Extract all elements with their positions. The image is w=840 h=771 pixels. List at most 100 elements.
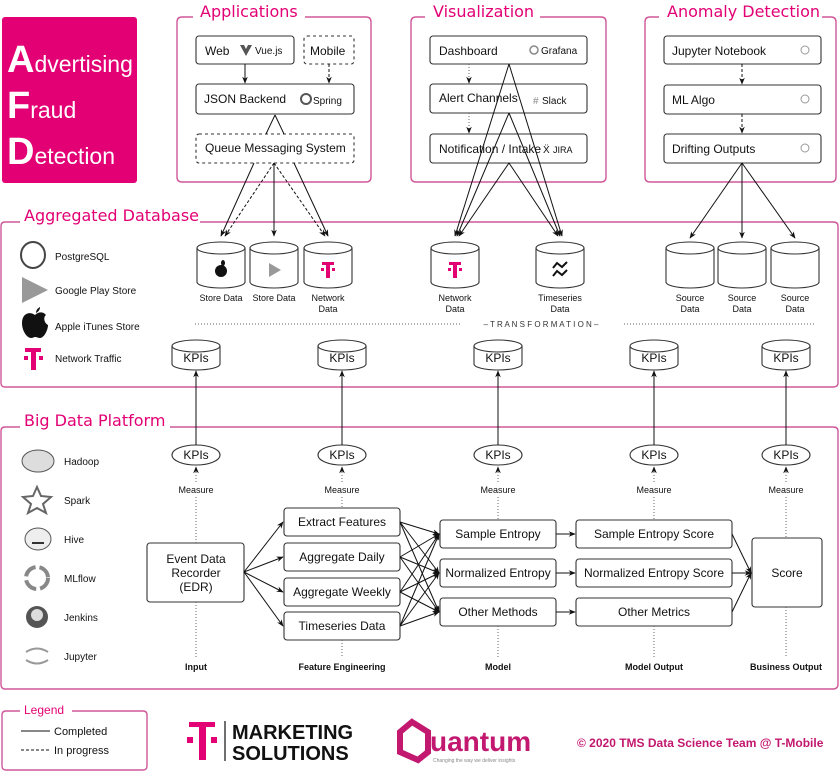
model-output-box[interactable]: Normalized Entropy Score <box>575 558 733 588</box>
feature-box[interactable]: Aggregate Weekly <box>283 577 401 607</box>
queue-messaging-box[interactable]: Queue Messaging System <box>195 133 355 164</box>
legend-title: Legend <box>24 703 64 717</box>
measure-label: Measure <box>480 485 515 495</box>
source-postgresql: PostgreSQL <box>20 241 110 269</box>
ingest-connectors <box>220 63 796 239</box>
score-box[interactable]: Score <box>751 537 823 608</box>
svg-text:Vue.js: Vue.js <box>255 46 282 57</box>
model-output-box[interactable]: Other Metrics <box>575 597 733 627</box>
svg-text:Grafana: Grafana <box>541 46 578 57</box>
svg-text:KPIs: KPIs <box>329 448 354 462</box>
svg-text:Normalized Entropy: Normalized Entropy <box>445 566 550 580</box>
kpi-oval[interactable]: KPIs <box>317 444 367 466</box>
tool-spark: Spark <box>20 484 91 516</box>
store-data-cylinder[interactable]: Store Data <box>249 241 299 303</box>
store-data-cylinder[interactable]: Store Data <box>196 241 246 303</box>
tool-jenkins: Jenkins <box>26 606 98 628</box>
anomaly-detection-section: Anomaly Detection Jupyter Notebook ML Al… <box>644 2 837 183</box>
model-box[interactable]: Normalized Entropy <box>439 558 557 588</box>
mlflow-icon <box>24 565 50 591</box>
svg-text:Timeseries Data: Timeseries Data <box>299 619 386 633</box>
t-mobile-icon <box>24 348 43 370</box>
json-backend-box[interactable]: JSON Backend Spring <box>195 83 355 115</box>
svg-text:Drifting Outputs: Drifting Outputs <box>672 142 755 156</box>
jupyter-notebook-box[interactable]: Jupyter Notebook <box>663 35 822 65</box>
spark-icon <box>20 484 54 516</box>
mobile-box[interactable]: Mobile <box>303 35 355 65</box>
legend-completed: Completed <box>54 726 107 738</box>
kpi-cylinder[interactable]: KPIs <box>761 339 811 371</box>
tool-label: Spark <box>64 496 91 507</box>
svg-text:KPIs: KPIs <box>641 448 666 462</box>
cylinder-label: Data <box>318 304 337 314</box>
stage-label: Model <box>485 662 511 672</box>
svg-text:PostgreSQL: PostgreSQL <box>55 252 110 263</box>
aggregated-database-title: Aggregated Database <box>24 206 199 225</box>
feature-box[interactable]: Aggregate Daily <box>283 542 401 572</box>
timeseries-icon <box>552 261 568 277</box>
svg-text:Aggregate Daily: Aggregate Daily <box>299 550 384 564</box>
edr-box[interactable]: Event Data Recorder (EDR) <box>146 542 245 603</box>
dashboard-box[interactable]: Dashboard Grafana <box>429 35 588 65</box>
measure-label: Measure <box>178 485 213 495</box>
kpi-cylinder[interactable]: KPIs <box>629 339 679 371</box>
svg-text:Sample Entropy Score: Sample Entropy Score <box>594 527 714 541</box>
kpi-oval[interactable]: KPIs <box>171 444 221 466</box>
queue-to-backend-line <box>265 114 276 135</box>
kpi-cylinder[interactable]: KPIs <box>317 339 367 371</box>
tool-mlflow: MLflow <box>24 565 96 591</box>
web-box[interactable]: Web Vue.js <box>195 35 295 65</box>
source-apple: Apple iTunes Store <box>22 307 140 338</box>
apple-icon <box>22 307 48 338</box>
kpi-cylinder[interactable]: KPIs <box>473 339 523 371</box>
kpi-oval[interactable]: KPIs <box>629 444 679 466</box>
model-box[interactable]: Sample Entropy <box>439 519 557 549</box>
help-icon <box>800 45 810 55</box>
help-icon <box>800 143 810 153</box>
stage-label: Business Output <box>750 662 822 672</box>
svg-text:Fraud: Fraud <box>7 85 76 127</box>
alert-channels-box[interactable]: Alert Channels # Slack <box>429 83 588 114</box>
feature-box[interactable]: Extract Features <box>283 507 401 537</box>
t-mobile-icon <box>321 262 335 278</box>
svg-text:Jupyter Notebook: Jupyter Notebook <box>672 44 767 58</box>
svg-text:KPIs: KPIs <box>183 448 208 462</box>
kpi-oval[interactable]: KPIs <box>761 444 811 466</box>
svg-text:Recorder: Recorder <box>171 566 220 580</box>
legend: Legend Completed In progress <box>1 703 148 771</box>
ml-algo-box[interactable]: ML Algo <box>663 84 822 115</box>
tool-jupyter: Jupyter <box>25 647 97 665</box>
svg-text:Google Play Store: Google Play Store <box>55 286 137 297</box>
source-network-traffic: Network Traffic <box>24 348 122 370</box>
quantum-logo: uantum Changing the way we deliver insig… <box>397 718 531 764</box>
svg-text:KPIs: KPIs <box>773 351 798 365</box>
quantum-q-icon <box>397 718 431 764</box>
legend-in-progress: In progress <box>54 745 110 757</box>
visualization-section: Visualization Dashboard Grafana Alert Ch… <box>410 2 607 183</box>
drifting-outputs-box[interactable]: Drifting Outputs <box>663 133 822 164</box>
cylinder-label: Network <box>438 293 472 303</box>
svg-text:Alert Channels: Alert Channels <box>439 91 518 105</box>
kpi-cylinder[interactable]: KPIs <box>171 339 221 371</box>
marketing-solutions-logo: MARKETING SOLUTIONS <box>187 721 353 765</box>
postgresql-icon <box>20 241 46 269</box>
model-output-box[interactable]: Sample Entropy Score <box>575 519 733 549</box>
feature-box[interactable]: Timeseries Data <box>283 611 401 641</box>
svg-text:Normalized Entropy Score: Normalized Entropy Score <box>584 566 724 580</box>
kpi-oval[interactable]: KPIs <box>473 444 523 466</box>
svg-text:Spring: Spring <box>313 96 342 107</box>
svg-text:KPIs: KPIs <box>329 351 354 365</box>
tool-label: Hadoop <box>64 457 99 468</box>
notification-intake-box[interactable]: Notification / Intake Ẍ JIRA <box>429 133 588 164</box>
svg-text:KPIs: KPIs <box>485 351 510 365</box>
tool-hive: Hive <box>24 527 84 551</box>
cylinder-label: Data <box>732 304 751 314</box>
cylinder-label: Network <box>311 293 345 303</box>
model-box[interactable]: Other Methods <box>439 597 557 627</box>
